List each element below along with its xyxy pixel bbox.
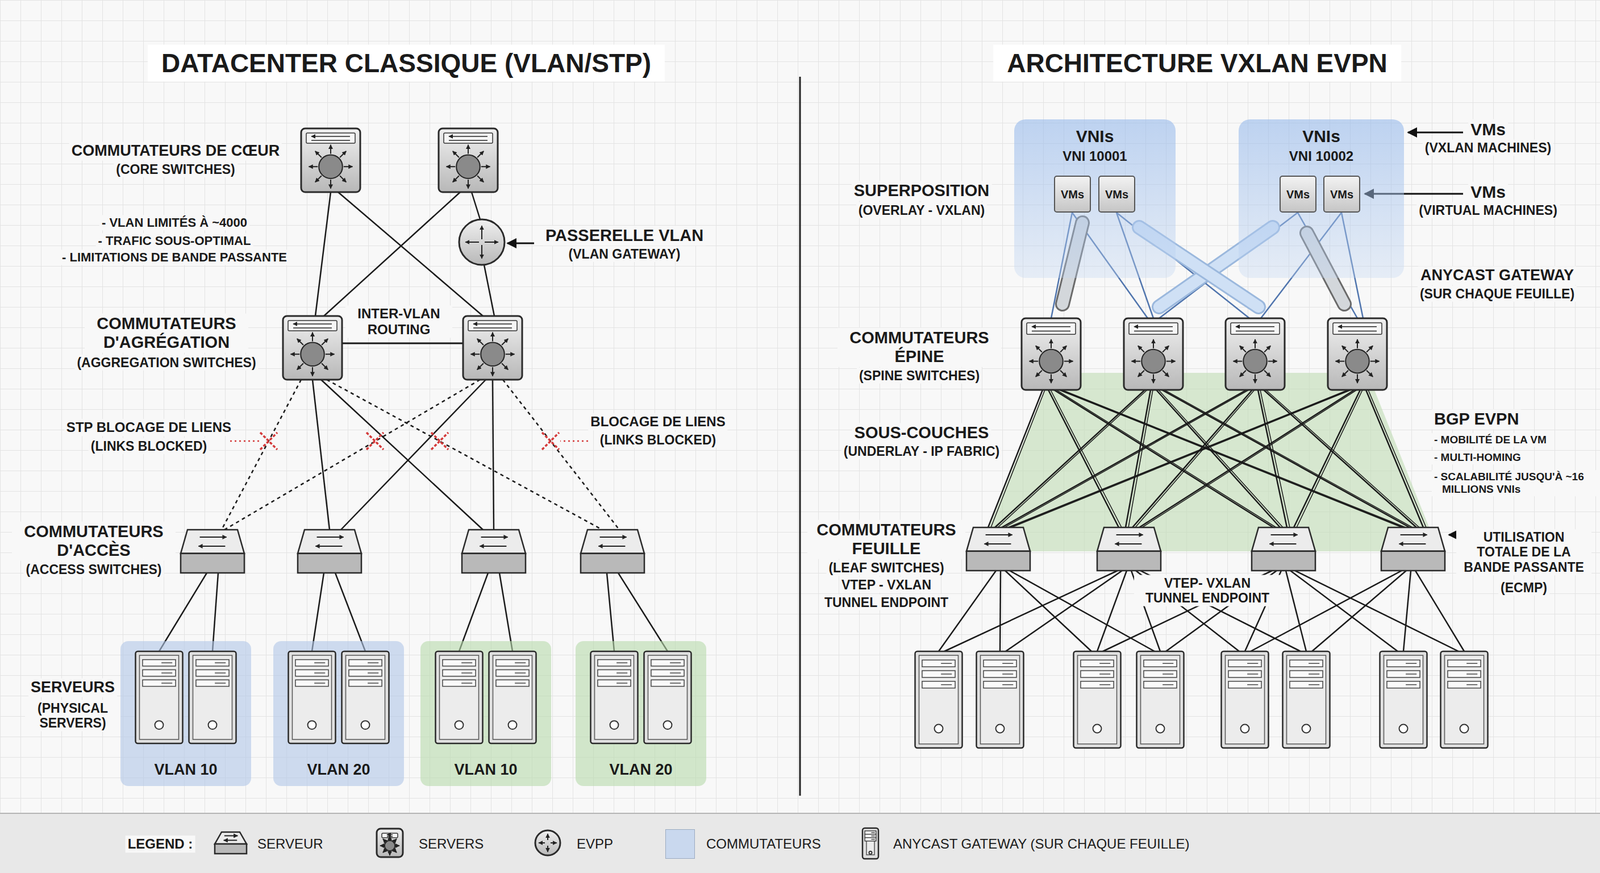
vlan-label: VLAN 10 [151, 760, 220, 779]
annotation: VMs [1468, 181, 1508, 203]
vlan-label: VLAN 10 [451, 760, 520, 779]
diagram-title: ARCHITECTURE VXLAN EVPN [993, 44, 1402, 82]
annotation: (ECMP) [1498, 579, 1550, 596]
diagram-title: DATACENTER CLASSIQUE (VLAN/STP) [147, 44, 665, 82]
vm-label: VMs [1286, 187, 1310, 201]
annotation: LEGEND : [125, 835, 196, 853]
legend-swatch [665, 828, 695, 859]
vm-box: VMs [1323, 175, 1361, 213]
vni-box: VNIsVNI 10002VMs VMs [1238, 119, 1404, 278]
vlan-group: VLAN 20 [273, 640, 404, 786]
vni-box: VNIsVNI 10001VMs VMs [1014, 119, 1176, 278]
annotation: SOUS-COUCHES [852, 422, 992, 443]
annotation: (SPINE SWITCHES) [856, 367, 982, 384]
annotation: COMMUTATEURS D'AGRÉGATION [84, 313, 249, 353]
annotation: COMMUTATEURS ÉPINE [837, 327, 1002, 368]
annotation: SUPERPOSITION [851, 180, 993, 201]
annotation: (OVERLAY - VXLAN) [856, 202, 987, 219]
annotation: - VLAN LIMITÉS À ~4000 [99, 214, 250, 231]
annotation: SERVEURS [28, 677, 118, 697]
vlan-group: VLAN 10 [420, 640, 552, 786]
annotation: (PHYSICAL SERVERS) [25, 700, 121, 732]
vm-box: VMs [1098, 175, 1136, 213]
annotation: (CORE SWITCHES) [113, 161, 238, 178]
annotation: - MOBILITÉ DE LA VM [1431, 432, 1549, 447]
annotation: COMMUTATEURS DE CŒUR [69, 141, 282, 161]
annotation: (AGGREGATION SWITCHES) [74, 354, 258, 371]
annotation: - LIMITATIONS DE BANDE PASSANTE [59, 249, 290, 265]
annotation: (LINKS BLOCKED) [88, 438, 210, 454]
annotation: STP BLOCAGE DE LIENS [64, 418, 234, 436]
annotation: PASSERELLE VLAN [543, 225, 706, 246]
vm-label: VMs [1105, 187, 1129, 201]
annotation: (ACCESS SWITCHES) [23, 561, 165, 578]
vm-label: VMs [1330, 187, 1354, 201]
vm-label: VMs [1060, 187, 1085, 201]
vm-box: VMs [1053, 175, 1091, 213]
annotation: (VLAN GATEWAY) [566, 246, 683, 262]
annotation: ANYCAST GATEWAY [1418, 265, 1577, 285]
annotation: - MULTI-HOMING [1431, 450, 1524, 465]
vni-id: VNI 10002 [1286, 147, 1356, 165]
annotation: BLOCAGE DE LIENS [588, 413, 728, 431]
vlan-group: VLAN 10 [120, 640, 252, 786]
vni-id: VNI 10001 [1060, 147, 1129, 165]
annotation: - SCALABILITÉ JUSQU'À ~16 MILLIONS VNIs [1431, 469, 1600, 497]
annotation: BGP EVPN [1431, 409, 1522, 429]
legend-label: SERVERS [416, 835, 486, 853]
vlan-label: VLAN 20 [606, 760, 675, 779]
annotation: COMMUTATEURS FEUILLE [807, 519, 966, 560]
annotation: INTER-VLAN ROUTING [345, 305, 453, 338]
vni-heading: VNIs [1300, 126, 1343, 148]
legend-label: SERVEUR [255, 835, 326, 853]
legend-label: EVPP [574, 835, 616, 853]
annotation: - TRAFIC SOUS-OPTIMAL [96, 232, 254, 249]
annotation: VTEP - VXLAN [839, 576, 934, 593]
annotation: (VXLAN MACHINES) [1422, 139, 1554, 156]
annotation: COMMUTATEURS D'ACCÈS [11, 521, 176, 561]
annotation: (SUR CHAQUE FEUILLE) [1417, 285, 1577, 302]
legend-label: COMMUTATEURS [703, 835, 824, 853]
annotation: VTEP- VXLAN TUNNEL ENDPOINT [1134, 575, 1281, 607]
annotation: (LEAF SWITCHES) [826, 559, 947, 576]
vm-box: VMs [1279, 175, 1317, 213]
annotation: (LINKS BLOCKED) [597, 431, 719, 448]
annotation: TUNNEL ENDPOINT [822, 594, 951, 611]
annotation: VMs [1468, 119, 1508, 141]
annotation: (VIRTUAL MACHINES) [1416, 202, 1560, 219]
annotation: (UNDERLAY - IP FABRIC) [841, 443, 1002, 460]
annotation: UTILISATION TOTALE DE LA BANDE PASSANTE [1456, 528, 1592, 575]
legend-label: ANYCAST GATEWAY (SUR CHAQUE FEUILLE) [890, 835, 1192, 853]
vlan-label: VLAN 20 [304, 760, 373, 779]
vlan-group: VLAN 20 [575, 640, 707, 786]
vni-heading: VNIs [1073, 126, 1117, 148]
